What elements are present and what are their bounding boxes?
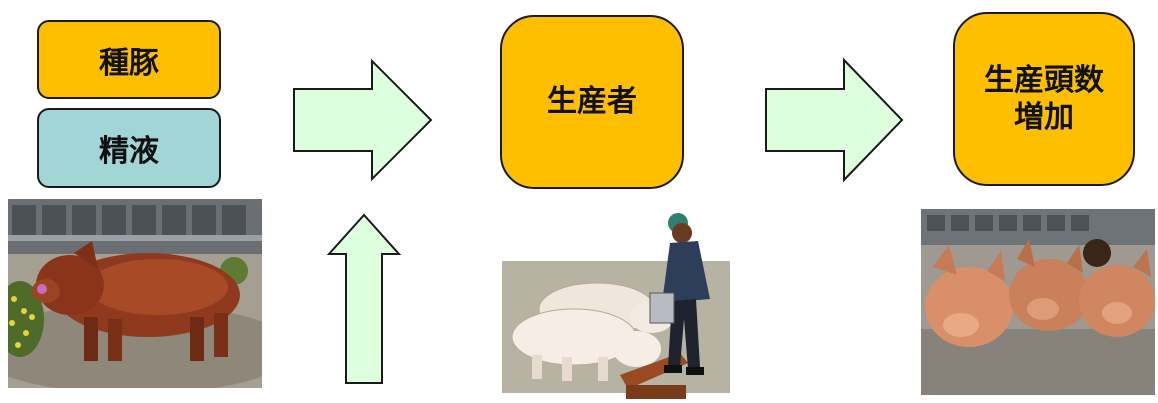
piglets-photo <box>921 209 1155 395</box>
right-arrow-1 <box>293 58 433 182</box>
up-arrow <box>326 213 402 384</box>
producer-label: 生産者 <box>547 84 637 120</box>
production-increase-label: 生産頭数 増加 <box>984 62 1104 136</box>
producer-box: 生産者 <box>500 15 684 189</box>
right-arrow-2 <box>765 57 904 183</box>
breeding-pig-box: 種豚 <box>37 20 221 99</box>
breeding-pig-label: 種豚 <box>99 45 159 81</box>
boar-photo <box>8 199 262 388</box>
semen-label: 精液 <box>99 134 159 169</box>
farmer-feeding-pigs-clipart <box>502 213 730 399</box>
semen-box: 精液 <box>37 108 221 188</box>
production-increase-box: 生産頭数 増加 <box>953 12 1135 186</box>
